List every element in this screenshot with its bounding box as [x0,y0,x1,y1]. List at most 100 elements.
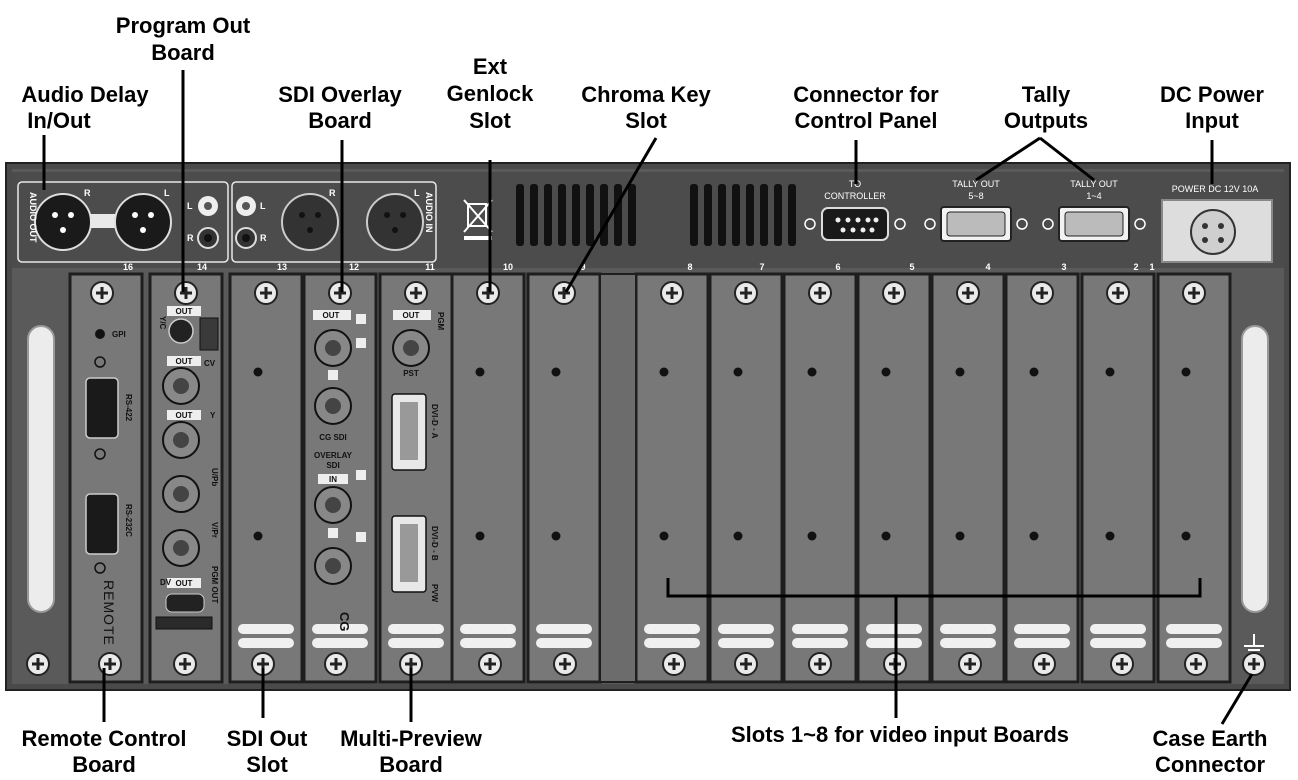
vent-slot [628,184,636,246]
slot-number: 9 [580,262,585,272]
screw-icon [476,281,500,305]
vent-slot [788,184,796,246]
vent-slot [530,184,538,246]
screw-icon [808,652,832,676]
slot-number: 2 [1133,262,1138,272]
label-yc: Y/C [158,316,167,330]
board-hole [253,531,263,541]
vent-slot [704,184,712,246]
label-audio-out: AUDIO OUT [28,192,38,243]
vent-slot [516,184,524,246]
screw-icon [26,652,50,676]
screw-icon [174,281,198,305]
label-audio-out-r: R [84,188,91,198]
xlr-out-r [34,193,92,251]
vent-slot [614,184,622,246]
screw-icon [90,281,114,305]
label-pgm-out-1: OUT [176,307,193,316]
callout-ext-genlock-1: Ext [473,54,508,79]
slot-board [856,272,932,684]
label-sdi-out: OUT [323,311,340,320]
callout-tally-2: Outputs [1004,108,1088,133]
label-power: POWER DC 12V 10A [1172,184,1259,194]
slot-number: 1 [1149,262,1154,272]
xlr-in-l [366,193,424,251]
board-tab [1090,638,1146,648]
label-pvw: PVW [430,584,439,603]
label-pgm-out-3: OUT [176,411,193,420]
vent-grille-right [690,184,796,246]
slot-number: 4 [985,262,990,272]
slot-board [526,272,602,684]
label-audio-in: AUDIO IN [424,192,434,233]
label-rca-r1: R [187,233,194,243]
callout-multi-preview-2: Board [379,752,443,777]
board-hole [659,367,669,377]
screw-icon [552,281,576,305]
label-pst: PST [403,369,419,378]
vent-slot [746,184,754,246]
screw-icon [1184,652,1208,676]
board-hole [1105,367,1115,377]
board-tab [312,638,368,648]
board-hole [551,531,561,541]
board-hole [1181,367,1191,377]
board-hole [1029,367,1039,377]
vent-slot [586,184,594,246]
label-rs422: RS-422 [124,394,133,422]
board-tab [1014,638,1070,648]
board-hole [807,531,817,541]
screw-icon [808,281,832,305]
xlr-in-r [281,193,339,251]
screw-icon [882,281,906,305]
label-tally-58-a: TALLY OUT [952,179,1000,189]
board-hole [1029,531,1039,541]
label-dvid-a: DVI-D - A [430,404,439,439]
callout-program-out-1: Program Out [116,13,251,38]
screw-icon [254,281,278,305]
vent-slot [760,184,768,246]
remote-board-details [85,329,119,574]
board-hole [253,367,263,377]
label-gpi: GPI [112,330,126,339]
label-pgm: PGM [436,312,445,331]
label-overlay-in: IN [329,475,337,484]
multi-preview-board-details [391,310,431,593]
slot-number: 10 [503,262,513,272]
label-rca-r2: R [260,233,267,243]
callout-ext-genlock-2: Genlock [447,81,535,106]
label-vpr: V/Pr [210,522,219,538]
board-hole [475,531,485,541]
label-pgm-out-vert: PGM OUT [210,566,219,603]
board-tab [866,624,922,634]
slot-board [930,272,1006,684]
board-tab [644,638,700,648]
callout-chroma-key-1: Chroma Key [581,82,711,107]
callout-sdi-overlay-1: SDI Overlay [278,82,402,107]
screw-icon [956,281,980,305]
vent-slot [732,184,740,246]
label-dv: DV [160,578,172,587]
board-tab [460,638,516,648]
slot-board [782,272,858,684]
xlr-bridge [90,214,116,228]
vent-slot [544,184,552,246]
slot-number: 5 [909,262,914,272]
board-tab [866,638,922,648]
callout-ext-genlock-3: Slot [469,108,511,133]
board-hole [1181,531,1191,541]
callout-remote-control-2: Board [72,752,136,777]
slot-number: 6 [835,262,840,272]
slot-boards [68,272,1232,684]
screw-icon [958,652,982,676]
label-cv: CV [204,359,216,368]
label-rca-l1: L [187,201,193,211]
slot-board [68,272,144,684]
weee-icon [463,199,493,240]
slot-number: 7 [759,262,764,272]
label-cg: CG [337,612,352,632]
board-hole [733,531,743,541]
audio-out-box [17,181,229,263]
board-tab [718,624,774,634]
